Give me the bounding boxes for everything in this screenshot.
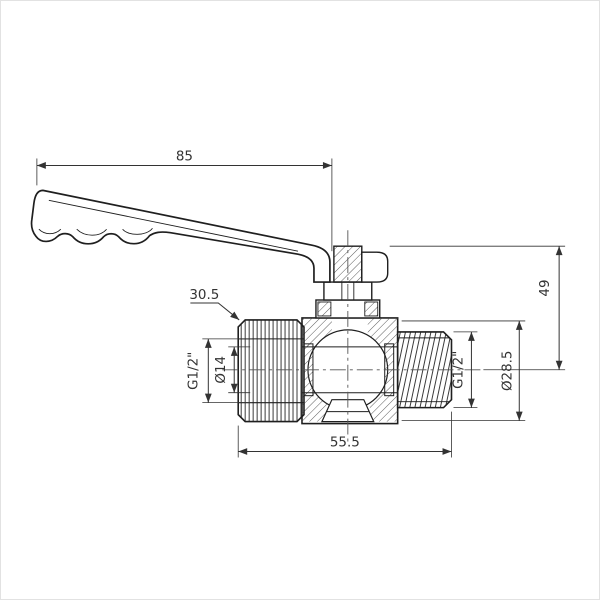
leader-wrench-flat xyxy=(190,302,240,321)
handle xyxy=(30,189,331,283)
dim-thread-right-label: G1/2" xyxy=(451,351,466,389)
handle-outline xyxy=(30,189,331,283)
handle-grip-grooves xyxy=(38,227,153,236)
handle-rib-line xyxy=(48,199,299,252)
packing-left xyxy=(317,301,332,317)
bottom-insert xyxy=(320,399,375,423)
handle-nut-tab xyxy=(361,251,389,283)
dim-body-length-label: 55.5 xyxy=(330,436,360,451)
centerlines xyxy=(222,230,482,444)
union-nut xyxy=(237,319,305,423)
dim-height-label: 49 xyxy=(538,279,553,296)
dim-thread-left-label: G1/2" xyxy=(186,352,201,390)
dim-wrench-flat-label: 30.5 xyxy=(189,288,219,303)
packing-right xyxy=(364,301,379,317)
dim-bore-label: Ø14 xyxy=(214,356,229,384)
valve-body xyxy=(301,317,399,425)
dimensions: 85 55.5 30.5 49 G1/2" Ø14 G1/2" Ø28.5 xyxy=(36,149,566,458)
dim-handle-length-label: 85 xyxy=(176,149,193,164)
dim-outer-diameter-label: Ø28.5 xyxy=(500,351,515,392)
